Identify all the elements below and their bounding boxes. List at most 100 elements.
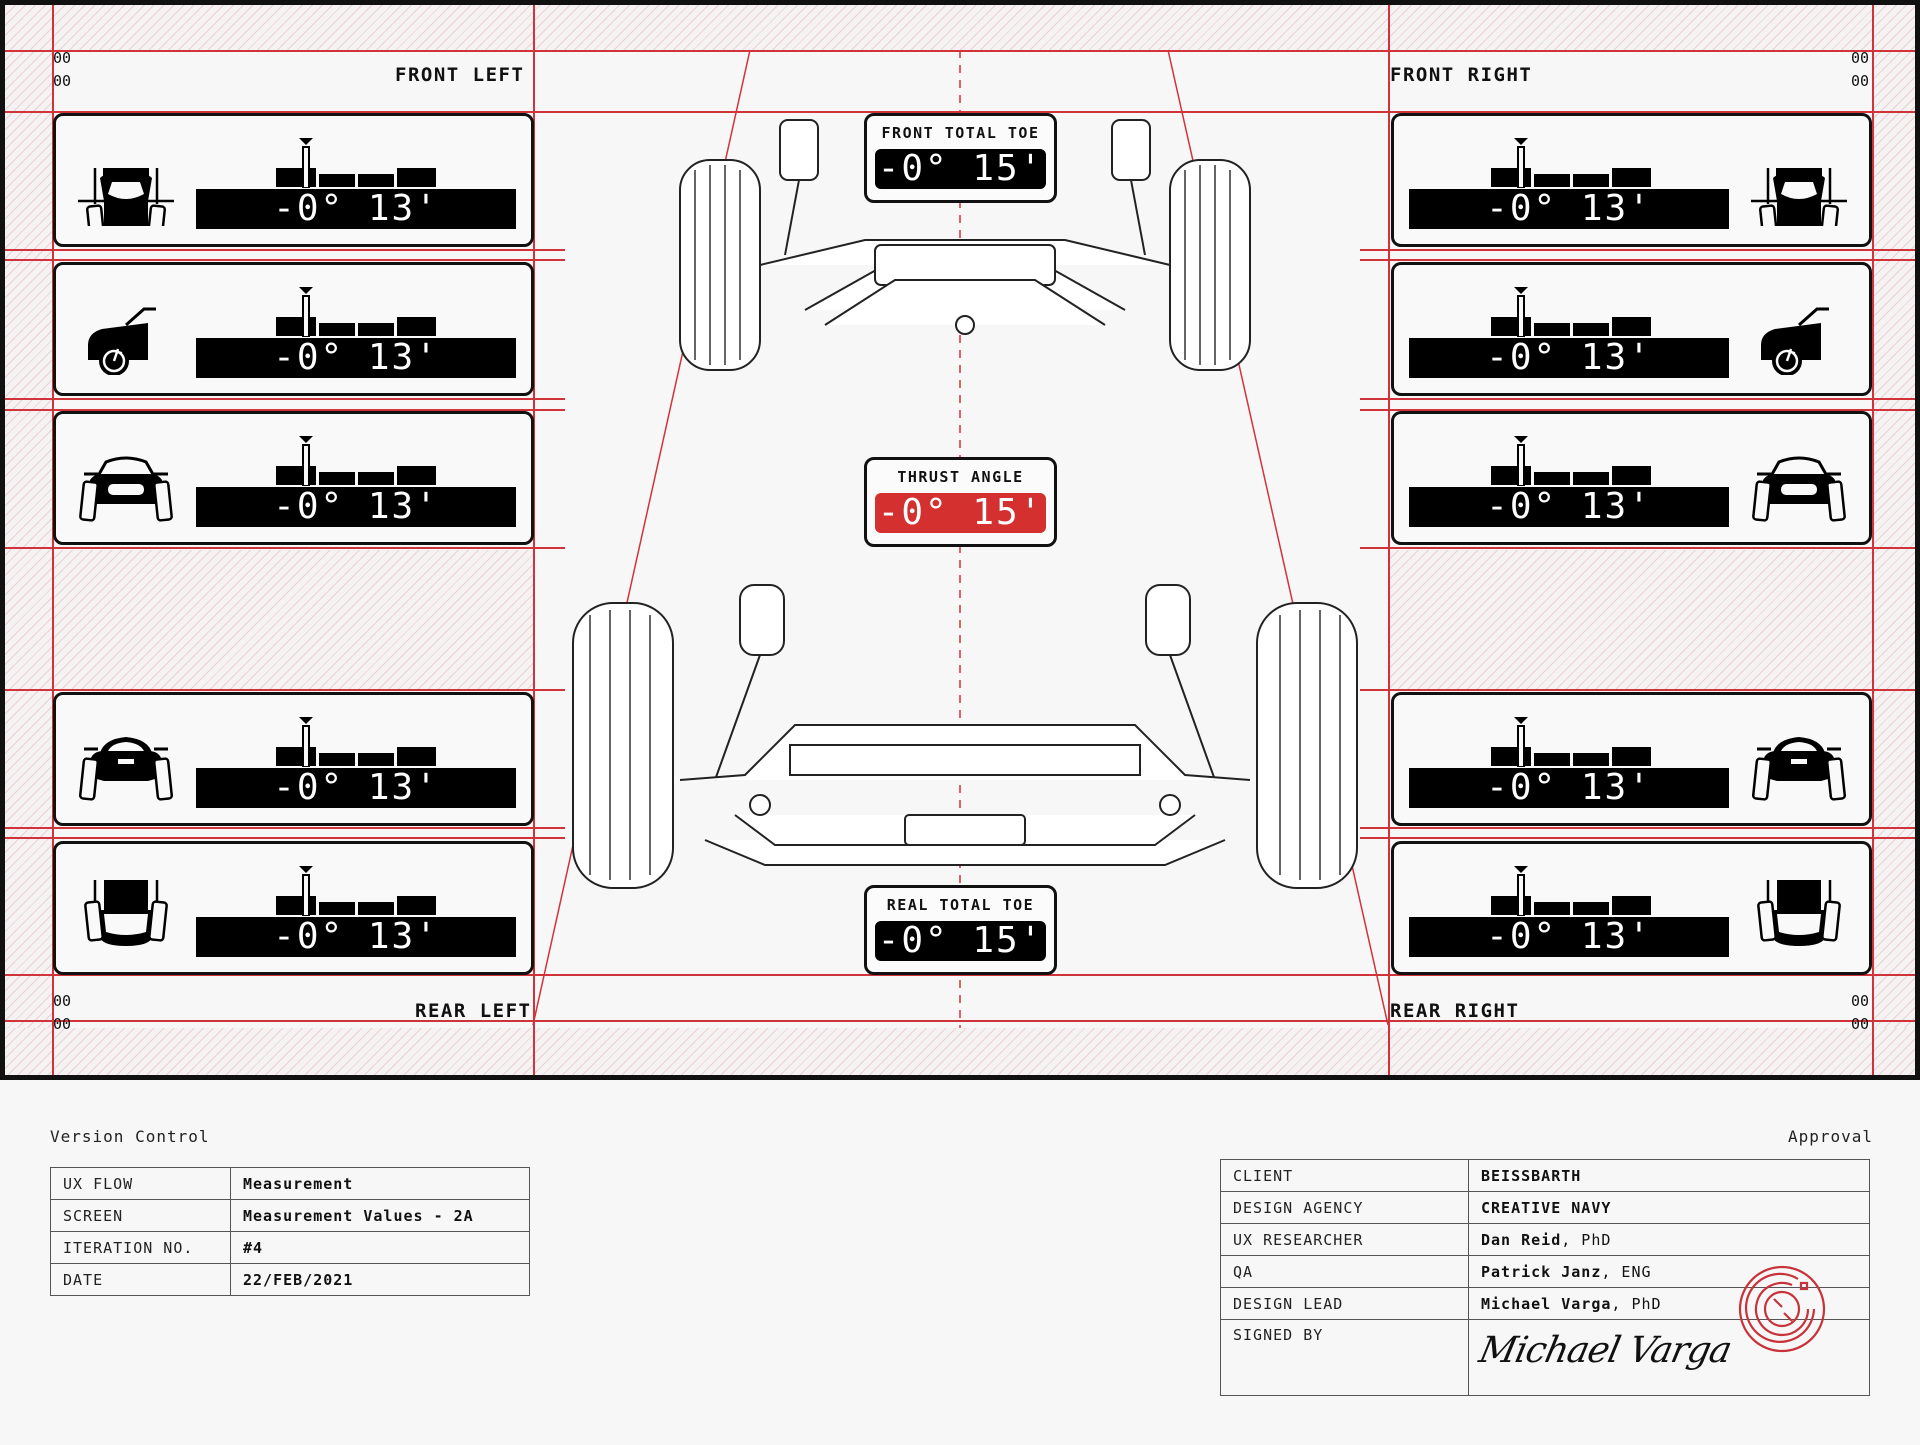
thrust-angle-title: THRUST ANGLE [897,468,1024,486]
rear-left-label: REAR LEFT [415,1000,532,1022]
measurement-value: -0° 13' [196,338,516,378]
real-total-toe-title: REAL TOTAL TOE [886,896,1035,914]
toe-rear-icon [1751,737,1847,801]
toe-front-icon [79,456,173,522]
grid-line [1872,5,1874,1075]
front-right-caster-panel[interactable]: -0° 13' [1391,262,1872,396]
deviation-gauge [1491,138,1651,188]
rear-axle-illustration [572,584,1358,889]
grid-line [1360,689,1915,691]
hatch-left [5,50,52,1028]
approval-table: CLIENT BEISSBARTH DESIGN AGENCY CREATIVE… [1220,1159,1870,1396]
measurement-value: -0° 13' [196,768,516,808]
grid-line [1360,249,1915,251]
measurement-value: -0° 13' [1409,338,1729,378]
caster-icon [1761,307,1829,375]
thrust-angle-value: -0° 15' [875,493,1046,533]
front-left-toe-panel[interactable]: -0° 13' [53,411,534,545]
grid-line [1360,398,1915,400]
front-right-label: FRONT RIGHT [1390,64,1533,86]
grid-line [1360,827,1915,829]
grid-line [5,259,565,261]
measurement-value: -0° 13' [196,189,516,229]
front-right-code: 00 00 [1851,49,1870,90]
measurement-value: -0° 13' [1409,189,1729,229]
grid-line [5,249,565,251]
deviation-gauge [1491,436,1651,486]
grid-line [5,689,565,691]
camber-front-icon [78,168,174,226]
deviation-gauge [1491,287,1651,337]
rear-right-camber-panel[interactable]: -0° 13' [1391,841,1872,975]
version-control-table: UX FLOW Measurement SCREEN Measurement V… [50,1167,530,1296]
toe-rear-icon [78,737,174,801]
rear-right-code: 00 00 [1851,992,1870,1033]
approval-stamp-icon [1738,1265,1826,1353]
deviation-gauge [276,866,436,916]
table-row: SCREEN Measurement Values - 2A [50,1199,530,1232]
signature: Michael Varga [1475,1330,1735,1371]
front-total-toe-value: -0° 15' [875,149,1046,189]
rear-right-toe-panel[interactable]: -0° 13' [1391,692,1872,826]
caster-icon [88,307,156,375]
real-total-toe-box[interactable]: REAL TOTAL TOE -0° 15' [864,885,1057,975]
hatch-top [5,5,1915,50]
version-control-title: Version Control [50,1127,210,1146]
deviation-gauge [276,138,436,188]
measurement-value: -0° 13' [196,917,516,957]
front-right-camber-panel[interactable]: -0° 13' [1391,113,1872,247]
deviation-gauge [276,436,436,486]
deviation-gauge [276,717,436,767]
hatch-right-gap [1388,550,1872,691]
front-axle-illustration [679,119,1251,371]
table-row: SIGNED BY [1220,1319,1870,1396]
approval-title: Approval [1788,1127,1874,1146]
grid-line [533,5,535,1075]
front-total-toe-box[interactable]: FRONT TOTAL TOE -0° 15' [864,113,1057,203]
table-row: UX RESEARCHER Dan Reid, PhD [1220,1223,1870,1256]
grid-line [5,398,565,400]
front-left-label: FRONT LEFT [395,64,525,86]
table-row: ITERATION NO. #4 [50,1231,530,1264]
rear-left-toe-panel[interactable]: -0° 13' [53,692,534,826]
hatch-right [1872,50,1915,1028]
thrust-angle-box[interactable]: THRUST ANGLE -0° 15' [864,457,1057,547]
front-left-code: 00 00 [53,49,72,90]
front-left-caster-panel[interactable]: -0° 13' [53,262,534,396]
deviation-gauge [1491,717,1651,767]
front-total-toe-title: FRONT TOTAL TOE [881,124,1040,142]
front-left-camber-panel[interactable]: -0° 13' [53,113,534,247]
measurement-value: -0° 13' [1409,768,1729,808]
camber-rear-icon [1757,880,1841,946]
grid-line [5,547,565,549]
hatch-bottom [5,1028,1915,1075]
hatch-left-gap [52,550,533,691]
rear-left-camber-panel[interactable]: -0° 13' [53,841,534,975]
grid-line [1360,259,1915,261]
grid-line [1360,837,1915,839]
table-row: DESIGN AGENCY CREATIVE NAVY [1220,1191,1870,1224]
toe-front-icon [1752,456,1846,522]
grid-line [52,5,54,1075]
table-row: DATE 22/FEB/2021 [50,1263,530,1296]
grid-line [5,827,565,829]
camber-rear-icon [84,880,168,946]
grid-line [1360,547,1915,549]
table-row: DESIGN LEAD Michael Varga, PhD [1220,1287,1870,1320]
grid-line [1388,5,1390,1075]
table-row: CLIENT BEISSBARTH [1220,1159,1870,1192]
rear-left-code: 00 00 [53,992,72,1033]
grid-line [5,837,565,839]
rear-right-label: REAR RIGHT [1390,1000,1520,1022]
grid-line [5,1020,1915,1022]
measurement-value: -0° 13' [1409,917,1729,957]
real-total-toe-value: -0° 15' [875,921,1046,961]
measurement-value: -0° 13' [196,487,516,527]
measurement-screen-frame: 00 00 FRONT LEFT FRONT RIGHT 00 00 00 00… [0,0,1920,1080]
deviation-gauge [276,287,436,337]
table-row: UX FLOW Measurement [50,1167,530,1200]
front-right-toe-panel[interactable]: -0° 13' [1391,411,1872,545]
grid-line [1360,409,1915,411]
camber-front-icon [1751,168,1847,226]
grid-line [5,409,565,411]
